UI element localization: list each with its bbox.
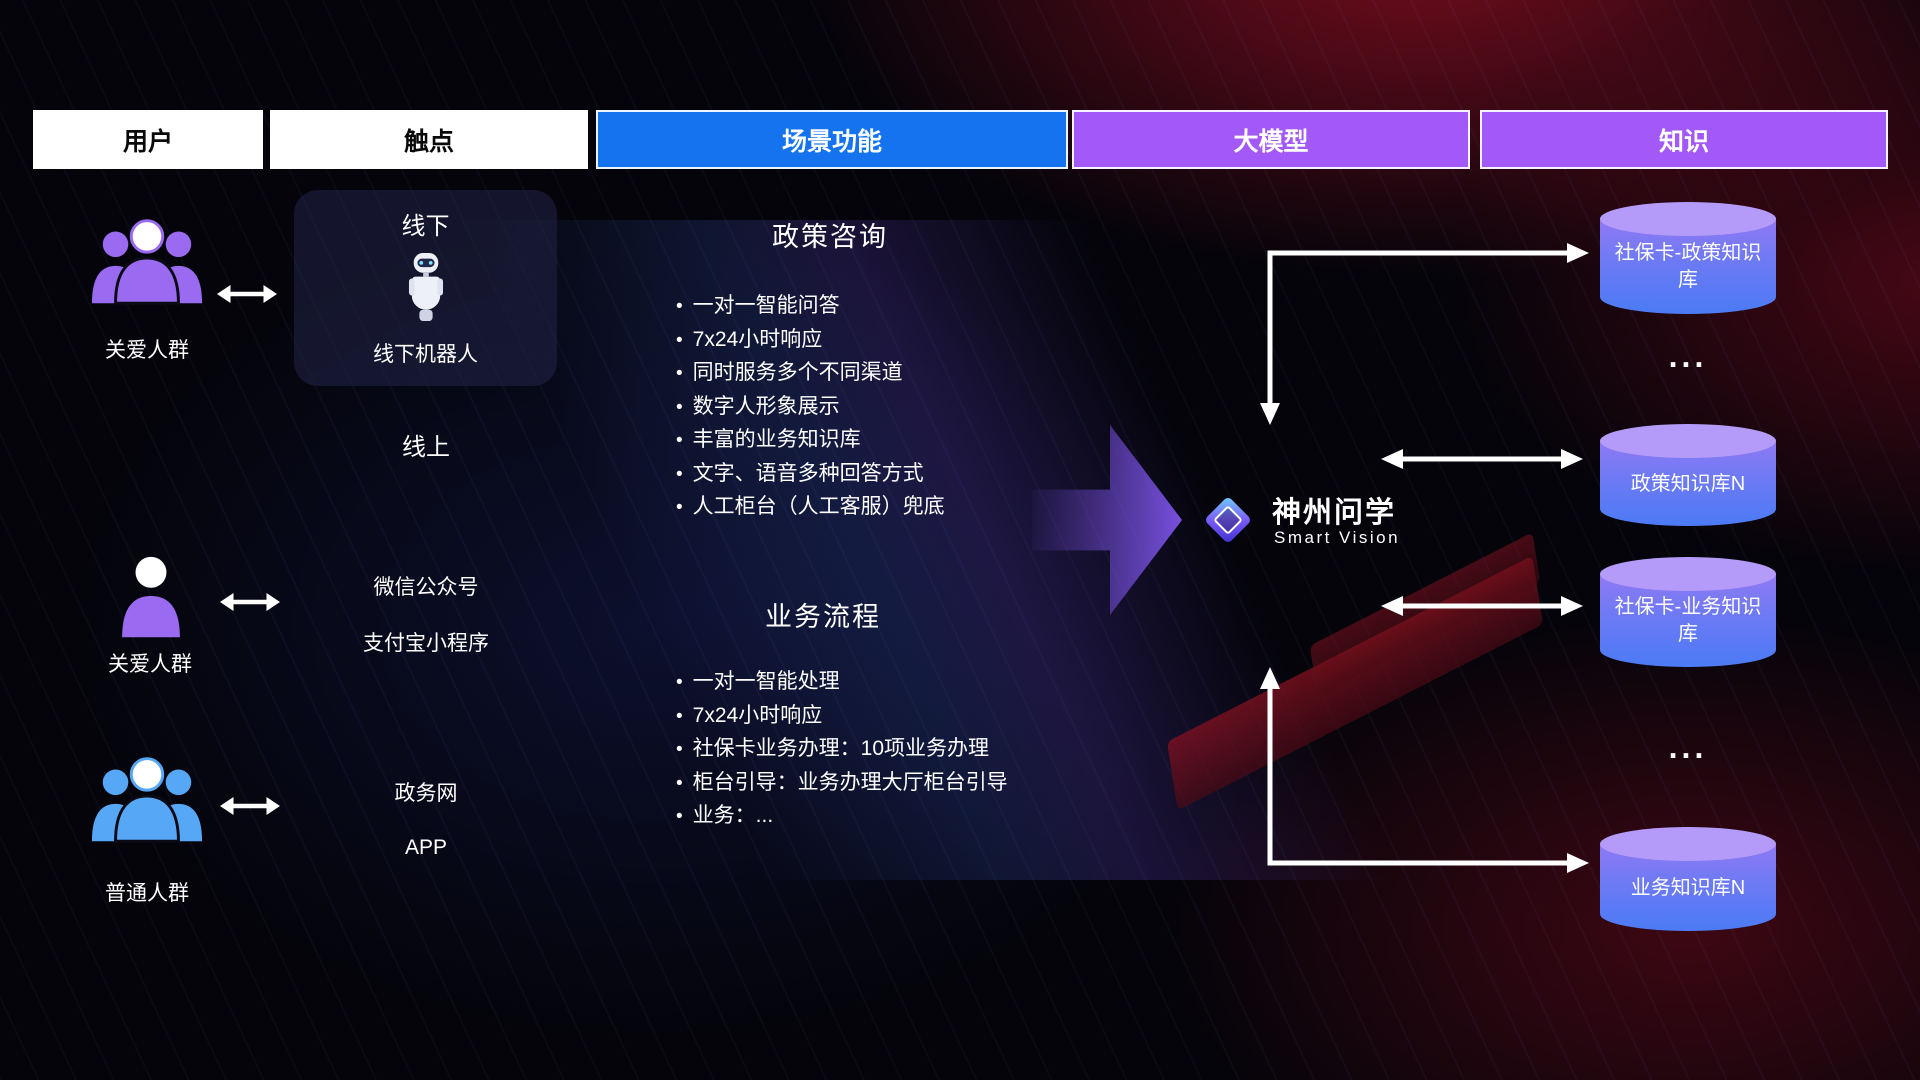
- knowledge-db-label: 社保卡-业务知识库: [1614, 596, 1762, 645]
- list-item: 一对一智能处理: [676, 666, 1008, 700]
- list-item: 7x24小时响应: [676, 324, 945, 358]
- cylinder-top: [1600, 827, 1776, 861]
- channel-app: APP: [404, 836, 448, 859]
- knowledge-db-shebao-policy: 社保卡-政策知识库: [1600, 202, 1776, 314]
- bidirectional-arrow-icon: [217, 280, 277, 308]
- list-item-text: 人工柜台（人工客服）兜底: [692, 495, 945, 518]
- list-item: 丰富的业务知识库: [676, 424, 945, 458]
- knowledge-db-policy-n: 政策知识库N: [1600, 424, 1776, 526]
- cylinder-top: [1600, 424, 1776, 458]
- list-item-text: 7x24小时响应: [692, 327, 823, 351]
- ellipsis-more-dbs: ...: [1668, 338, 1708, 374]
- list-item: 7x24小时响应: [676, 700, 1008, 734]
- business-feature-list: 一对一智能处理 7x24小时响应 社保卡业务办理：10项业务办理 柜台引导：业务…: [676, 666, 1008, 834]
- list-item: 一对一智能问答: [676, 290, 945, 324]
- header-column-users: 用户: [33, 110, 263, 169]
- list-item: 社保卡业务办理：10项业务办理: [676, 733, 1008, 767]
- list-item-text: 7x24小时响应: [692, 703, 823, 727]
- offline-device-label: 线下机器人: [373, 343, 478, 366]
- channel-alipay: 支付宝小程序: [363, 632, 489, 655]
- section-title-policy: 政策咨询: [772, 222, 888, 252]
- header-column-scenarios: 场景功能: [596, 110, 1068, 169]
- list-item: 业务：...: [676, 800, 1008, 834]
- list-item: 人工柜台（人工客服）兜底: [676, 491, 945, 525]
- cylinder-top: [1600, 557, 1776, 591]
- group-people-icon: [88, 750, 206, 848]
- robot-icon: [403, 252, 449, 327]
- model-name: 神州问学: [1272, 497, 1397, 529]
- bidirectional-arrow-icon: [220, 792, 280, 820]
- online-title: 线上: [402, 434, 450, 461]
- policy-feature-list: 一对一智能问答 7x24小时响应 同时服务多个不同渠道 数字人形象展示 丰富的业…: [676, 290, 945, 525]
- header-column-knowledge: 知识: [1480, 110, 1888, 169]
- offline-touchpoint-card: 线下 线下机器人: [294, 190, 557, 386]
- list-item: 数字人形象展示: [676, 391, 945, 425]
- flow-arrow-icon: [1032, 425, 1182, 615]
- knowledge-db-label: 社保卡-政策知识库: [1614, 242, 1762, 291]
- header-label: 触点: [403, 127, 454, 156]
- user-label: 普通人群: [105, 882, 189, 905]
- person-icon: [118, 552, 184, 640]
- ellipsis-more-dbs: ...: [1668, 729, 1708, 765]
- list-item-text: 一对一智能问答: [692, 294, 840, 317]
- header-column-model: 大模型: [1072, 110, 1470, 169]
- user-label: 关爱人群: [108, 653, 192, 676]
- model-subtitle: Smart Vision: [1274, 528, 1401, 547]
- list-item-text: 同时服务多个不同渠道: [692, 361, 903, 384]
- bidirectional-arrow-icon: [220, 588, 280, 616]
- channel-gov-web: 政务网: [394, 782, 458, 805]
- list-item: 柜台引导：业务办理大厅柜台引导: [676, 767, 1008, 801]
- list-item-text: 丰富的业务知识库: [692, 428, 861, 451]
- knowledge-db-label: 政策知识库N: [1630, 472, 1746, 495]
- list-item-text: 社保卡业务办理：10项业务办理: [692, 737, 990, 760]
- list-item: 文字、语音多种回答方式: [676, 458, 945, 492]
- list-item-text: 文字、语音多种回答方式: [692, 461, 924, 485]
- header-label: 场景功能: [781, 127, 882, 156]
- user-label: 关爱人群: [105, 339, 189, 362]
- list-item-text: 一对一智能处理: [692, 670, 840, 693]
- cylinder-top: [1600, 202, 1776, 236]
- header-label: 用户: [122, 127, 173, 156]
- list-item: 同时服务多个不同渠道: [676, 357, 945, 391]
- diamond-logo-icon: [1198, 490, 1258, 550]
- channel-wechat: 微信公众号: [373, 576, 479, 599]
- header-column-touchpoints: 触点: [270, 110, 588, 169]
- list-item-text: 柜台引导：业务办理大厅柜台引导: [692, 770, 1008, 794]
- group-people-icon: [88, 212, 206, 310]
- knowledge-db-shebao-business: 社保卡-业务知识库: [1600, 557, 1776, 667]
- connector-arrows: [1240, 190, 1660, 910]
- header-label: 大模型: [1233, 127, 1309, 156]
- offline-title: 线下: [401, 213, 450, 240]
- knowledge-db-business-n: 业务知识库N: [1600, 827, 1776, 931]
- list-item-text: 数字人形象展示: [692, 394, 840, 418]
- knowledge-db-label: 业务知识库N: [1630, 876, 1746, 899]
- header-label: 知识: [1658, 127, 1709, 156]
- section-title-business: 业务流程: [765, 602, 881, 632]
- list-item-text: 业务：...: [692, 804, 774, 827]
